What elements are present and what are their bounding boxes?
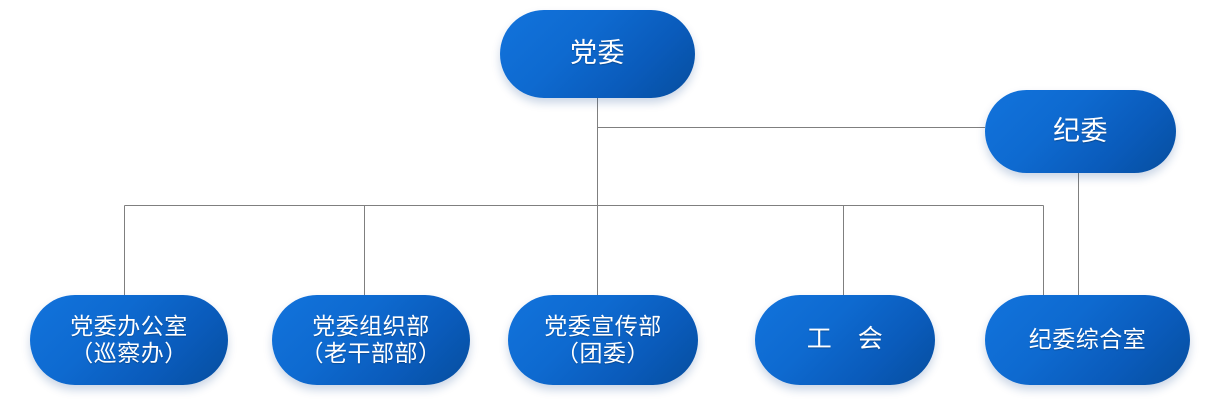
node-dangwei-xuanchuanbu-label: 党委宣传部 （团委） (544, 313, 662, 366)
node-jiwei-zongheshi[interactable]: 纪委综合室 (985, 295, 1190, 385)
node-dangwei-bangongshi[interactable]: 党委办公室 （巡察办） (30, 295, 228, 385)
node-dangwei-label: 党委 (570, 38, 625, 69)
node-gonghui-label: 工 会 (806, 326, 884, 354)
node-dangwei-zuzhibu[interactable]: 党委组织部 （老干部部） (272, 295, 470, 385)
node-gonghui[interactable]: 工 会 (755, 295, 935, 385)
node-dangwei-xuanchuanbu[interactable]: 党委宣传部 （团委） (508, 295, 698, 385)
node-dangwei-zuzhibu-label: 党委组织部 （老干部部） (300, 313, 442, 366)
node-jiwei-zongheshi-label: 纪委综合室 (1028, 327, 1147, 353)
node-dangwei[interactable]: 党委 (500, 10, 695, 98)
node-jiwei[interactable]: 纪委 (985, 90, 1176, 173)
node-dangwei-bangongshi-label: 党委办公室 （巡察办） (70, 313, 188, 366)
node-jiwei-label: 纪委 (1053, 115, 1108, 146)
